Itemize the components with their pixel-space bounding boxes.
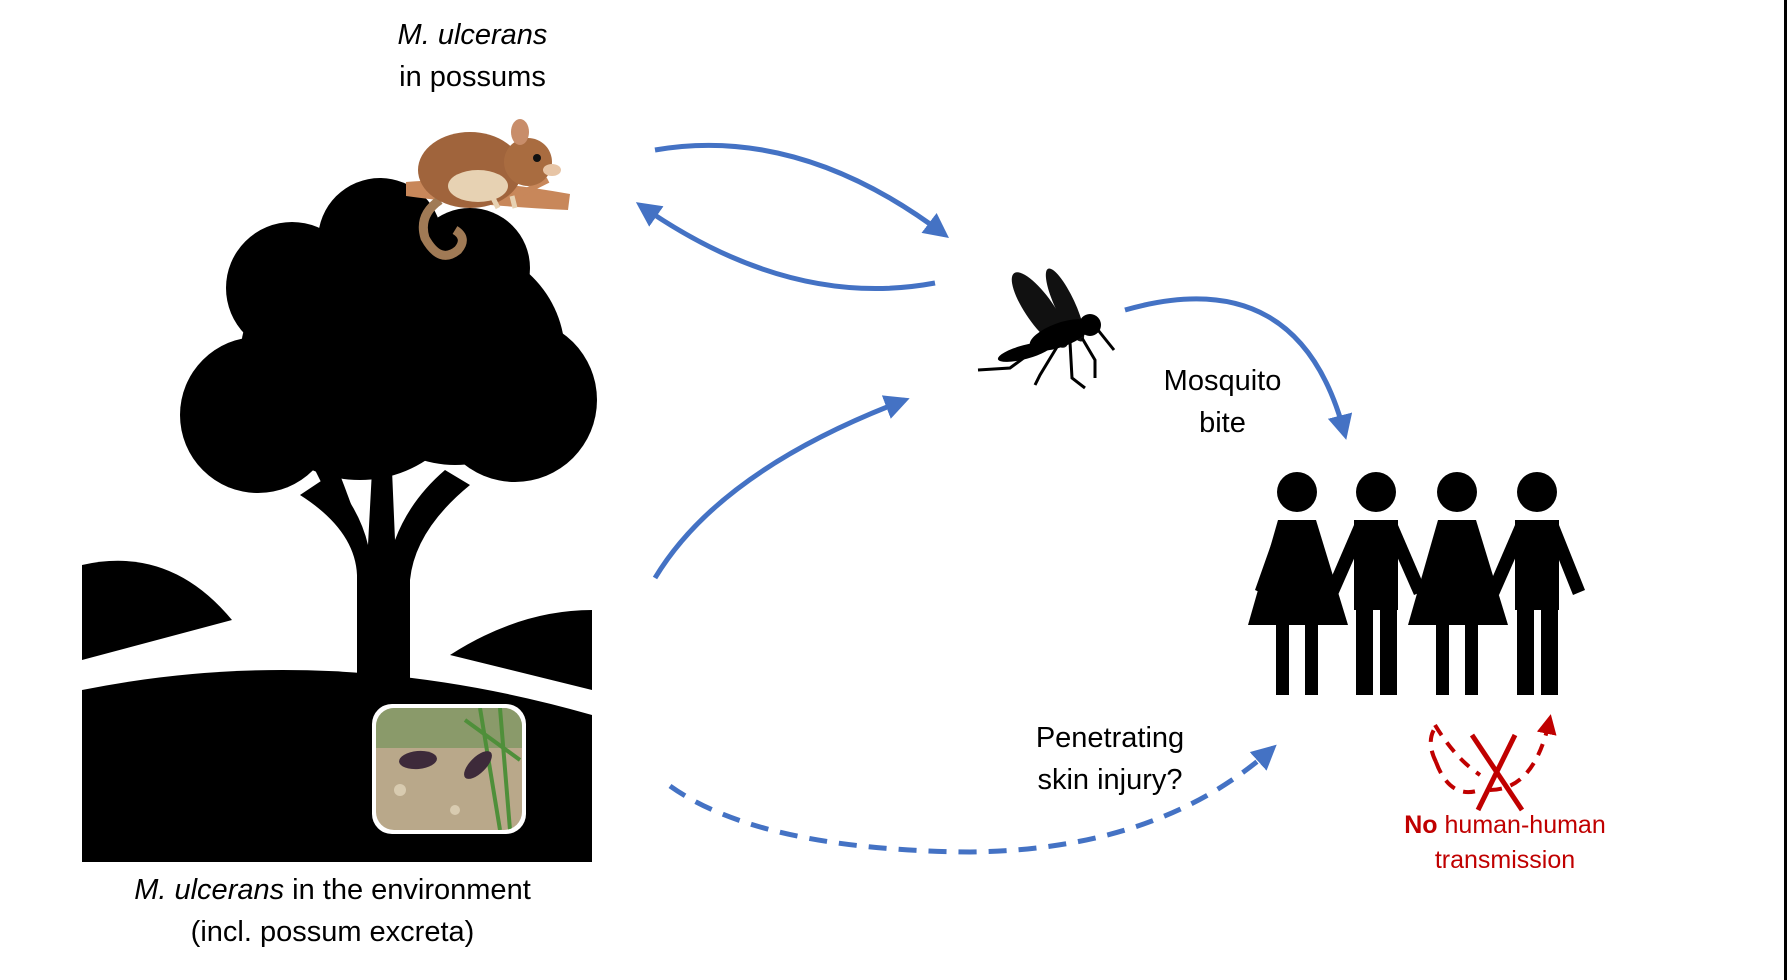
label-no-transmission: No human-human transmission [1390, 808, 1620, 878]
possum-icon [406, 119, 570, 260]
label-mosquito-bite-line2: bite [1199, 407, 1246, 439]
label-env-species: M. ulcerans [134, 874, 285, 906]
person-male-2 [1487, 472, 1585, 695]
arrow-environment-to-mosquito [652, 395, 910, 580]
label-possum: M. ulcerans in possums [390, 14, 555, 98]
red-arrow-left-tail [1433, 723, 1482, 777]
label-env-note: (incl. possum excreta) [190, 916, 475, 948]
label-mosquito-bite-line1: Mosquito [1163, 365, 1282, 397]
label-possum-location: in possums [399, 61, 546, 93]
label-no-word: No [1404, 811, 1438, 839]
label-skin-injury-line1: Penetrating [1035, 722, 1185, 754]
tree-icon [180, 178, 597, 700]
label-environment: M. ulcerans in the environment (incl. po… [110, 869, 555, 953]
arrow-possum-to-mosquito [654, 142, 949, 239]
red-arrow-right [1489, 714, 1557, 792]
no-transmission-mark [1428, 714, 1557, 812]
person-female-1 [1248, 472, 1348, 695]
arrow-environment-to-humans-dashed [668, 744, 1277, 855]
people-icon [1248, 472, 1585, 695]
person-female-2 [1408, 472, 1508, 695]
label-skin-injury-line2: skin injury? [1037, 764, 1183, 796]
label-mosquito-bite: Mosquito bite [1140, 360, 1305, 444]
person-male-1 [1326, 472, 1426, 695]
cross-icon [1469, 733, 1525, 812]
red-arrow-left [1428, 723, 1481, 795]
arrow-mosquito-to-possum [635, 202, 936, 291]
label-env-location: in the environment [284, 874, 531, 906]
mosquito-icon [977, 268, 1116, 390]
arrows [635, 142, 1353, 855]
arrow-mosquito-to-humans [1124, 296, 1353, 440]
label-no-line2: transmission [1434, 846, 1576, 874]
right-edge-border [1784, 0, 1787, 980]
label-no-rest: human-human [1437, 811, 1606, 839]
label-skin-injury: Penetrating skin injury? [1010, 717, 1210, 801]
label-possum-species: M. ulcerans [397, 19, 548, 51]
excreta-photo-icon [372, 704, 526, 834]
